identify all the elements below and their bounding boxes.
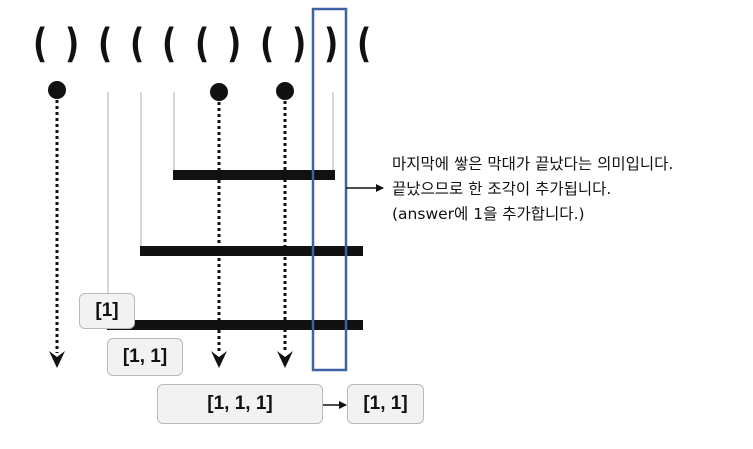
paren-8: ) bbox=[292, 21, 307, 67]
result-box: [1, 1] bbox=[347, 384, 424, 424]
note-line-2: 끝났으므로 한 조각이 추가됩니다. bbox=[392, 180, 612, 198]
bar-middle bbox=[140, 246, 363, 256]
note-line-1: 마지막에 쌓은 막대가 끝났다는 의미입니다. bbox=[392, 155, 674, 173]
paren-7: ( bbox=[260, 21, 275, 67]
paren-3: ( bbox=[130, 21, 145, 67]
laser-dot-2 bbox=[210, 83, 228, 101]
paren-0: ( bbox=[33, 21, 48, 67]
paren-4: ( bbox=[162, 21, 177, 67]
paren-5: ( bbox=[195, 21, 210, 67]
paren-1: ) bbox=[65, 21, 80, 67]
arrowhead-3 bbox=[277, 351, 293, 368]
stack-box-1: [1] bbox=[79, 293, 135, 329]
bar-top bbox=[173, 170, 335, 180]
bar-bottom bbox=[107, 320, 363, 330]
stack-box-3: [1, 1, 1] bbox=[157, 384, 323, 424]
note-line-3: (answer에 1을 추가합니다.) bbox=[392, 205, 585, 223]
paren-2: ( bbox=[98, 21, 113, 67]
paren-9: ) bbox=[324, 21, 339, 67]
paren-6: ) bbox=[227, 21, 242, 67]
arrowhead-2 bbox=[211, 351, 227, 368]
laser-dot-3 bbox=[276, 82, 294, 100]
stack-box-2: [1, 1] bbox=[107, 338, 183, 376]
laser-dot-1 bbox=[48, 81, 66, 99]
explanation-note: 마지막에 쌓은 막대가 끝났다는 의미입니다. 끝났으므로 한 조각이 추가됩니… bbox=[392, 152, 673, 227]
arrowhead-1 bbox=[49, 351, 65, 368]
paren-10: ( bbox=[357, 21, 372, 67]
highlight-box bbox=[311, 7, 348, 372]
